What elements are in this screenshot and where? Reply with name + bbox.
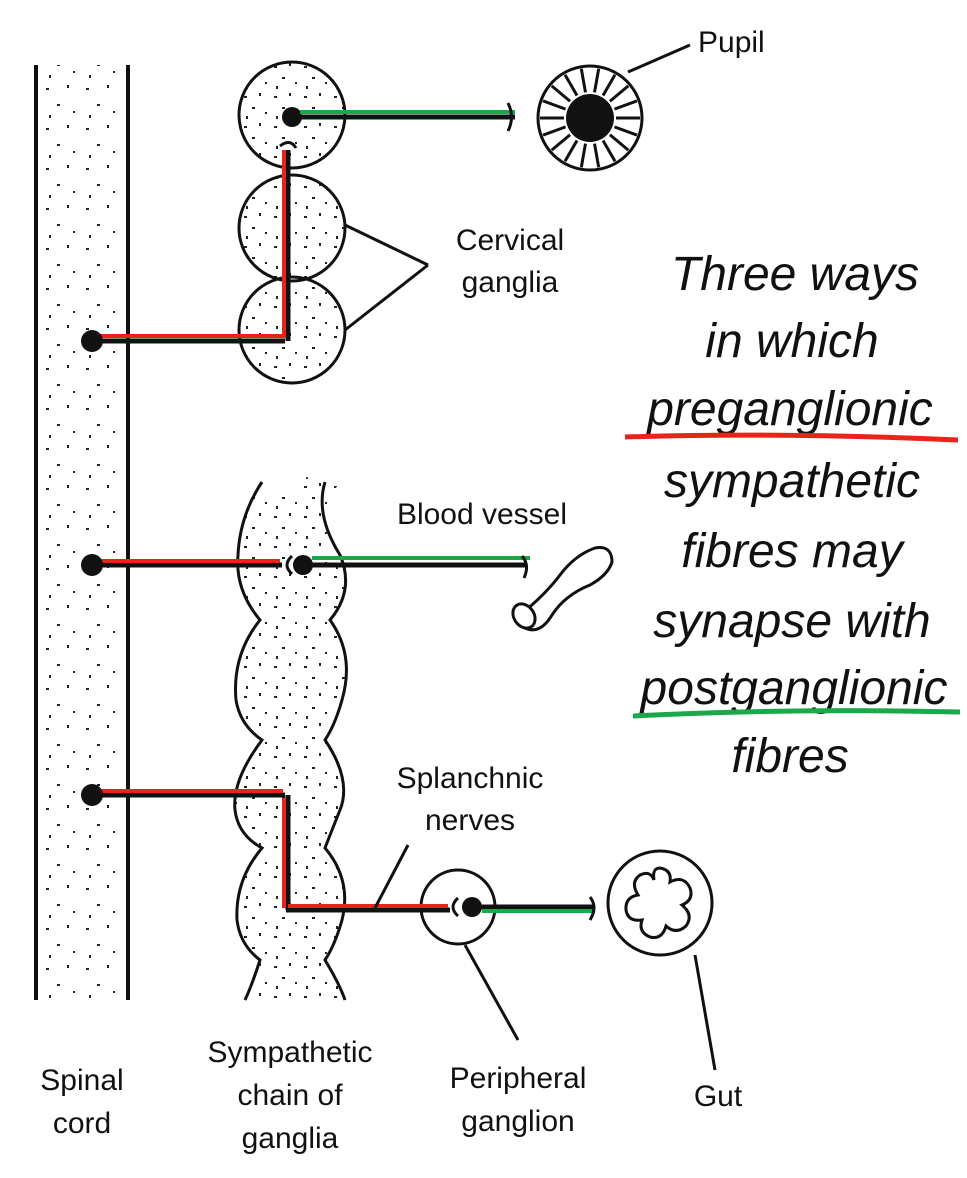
chain-label-line2: chain of bbox=[237, 1079, 343, 1112]
peripheral-label-line1: Peripheral bbox=[450, 1062, 587, 1095]
pathway-peripheral bbox=[81, 784, 596, 921]
iris-stripe bbox=[550, 84, 572, 103]
vessel-lumen bbox=[511, 602, 537, 630]
splanchnic-leader bbox=[373, 844, 410, 909]
synapse-terminal-1 bbox=[279, 141, 298, 149]
iris-stripe bbox=[579, 143, 587, 168]
chain-label-line1: Sympathetic bbox=[207, 1036, 372, 1069]
preganglionic-cell-body-2 bbox=[81, 554, 103, 576]
title-line-8: fibres bbox=[731, 730, 848, 783]
preganglionic-underline bbox=[624, 432, 959, 443]
iris-stripe bbox=[550, 133, 572, 152]
sympathetic-chain bbox=[233, 475, 348, 1001]
cervical-label-line2: ganglia bbox=[462, 266, 559, 299]
spinal-cord-label-line1: Spinal bbox=[40, 1064, 123, 1097]
leader-lines bbox=[344, 223, 717, 1071]
iris-stripe bbox=[563, 139, 579, 163]
peripheral-label-line2: ganglion bbox=[461, 1105, 574, 1138]
cervical-leader-upper bbox=[344, 223, 429, 267]
iris-stripe bbox=[613, 125, 638, 137]
chain-left-edge bbox=[233, 481, 265, 1001]
title-line-5: fibres may bbox=[681, 525, 905, 578]
title-line-1: Three ways bbox=[671, 248, 919, 301]
pupil-icon bbox=[536, 43, 691, 172]
iris-stripe bbox=[579, 68, 587, 93]
iris-stripe bbox=[563, 73, 579, 97]
blood-vessel-icon bbox=[511, 546, 614, 632]
splanchnic-label-line2: nerves bbox=[425, 804, 515, 837]
labels: Pupil Cervical ganglia Blood vessel Spla… bbox=[40, 26, 764, 1155]
gut-lumen bbox=[624, 866, 693, 939]
iris-stripe bbox=[542, 125, 567, 137]
cervical-leader-lower bbox=[344, 263, 429, 332]
iris-stripe bbox=[601, 73, 617, 97]
iris-stripe bbox=[608, 84, 630, 103]
title-line-2: in which bbox=[705, 315, 878, 368]
blood-vessel-label: Blood vessel bbox=[397, 498, 567, 531]
iris-stripe bbox=[601, 139, 617, 163]
cervical-label-line1: Cervical bbox=[456, 224, 564, 257]
cervical-ganglion-inferior bbox=[237, 275, 347, 385]
title-line-3: preganglionic bbox=[645, 383, 933, 436]
synapse-terminal-3 bbox=[451, 896, 460, 918]
pupil-label: Pupil bbox=[698, 26, 765, 59]
title-block: Three ways in which preganglionic sympat… bbox=[624, 248, 961, 783]
spinal-cord-stipple bbox=[36, 65, 128, 1000]
gut-label: Gut bbox=[694, 1080, 743, 1113]
title-line-6: synapse with bbox=[653, 595, 930, 648]
iris-stripe bbox=[593, 68, 601, 93]
pupil-leader-line bbox=[627, 43, 691, 74]
nerve-ending-2 bbox=[520, 555, 529, 579]
cervical-ganglion-middle bbox=[237, 173, 347, 283]
spinal-cord-label-line2: cord bbox=[53, 1107, 111, 1140]
nerve-ending-3 bbox=[588, 896, 596, 921]
iris-stripe bbox=[608, 133, 630, 152]
title-line-7: postganglionic bbox=[639, 662, 948, 715]
gut-leader bbox=[693, 954, 717, 1071]
preganglionic-cell-body-3 bbox=[81, 784, 103, 806]
chain-label-line3: ganglia bbox=[242, 1122, 339, 1155]
pupil-centre bbox=[566, 94, 614, 142]
gut-icon bbox=[606, 849, 714, 957]
pathway-chain bbox=[81, 554, 530, 579]
pathway-cervical bbox=[81, 102, 515, 352]
peripheral-leader bbox=[463, 944, 520, 1041]
preganglionic-cell-body-1 bbox=[81, 330, 103, 352]
splanchnic-label-line1: Splanchnic bbox=[397, 762, 544, 795]
synapse-terminal-2 bbox=[285, 554, 294, 576]
iris-stripe bbox=[613, 99, 638, 111]
nerve-ending-1 bbox=[506, 102, 513, 132]
chain-stipple bbox=[234, 475, 347, 1000]
title-line-4: sympathetic bbox=[664, 455, 920, 508]
chain-right-edge bbox=[320, 481, 348, 1001]
vessel-body bbox=[518, 546, 614, 632]
iris-stripe bbox=[542, 99, 567, 111]
iris-stripe bbox=[593, 143, 601, 168]
spinal-cord bbox=[34, 65, 130, 1000]
postganglionic-underline bbox=[632, 708, 961, 719]
